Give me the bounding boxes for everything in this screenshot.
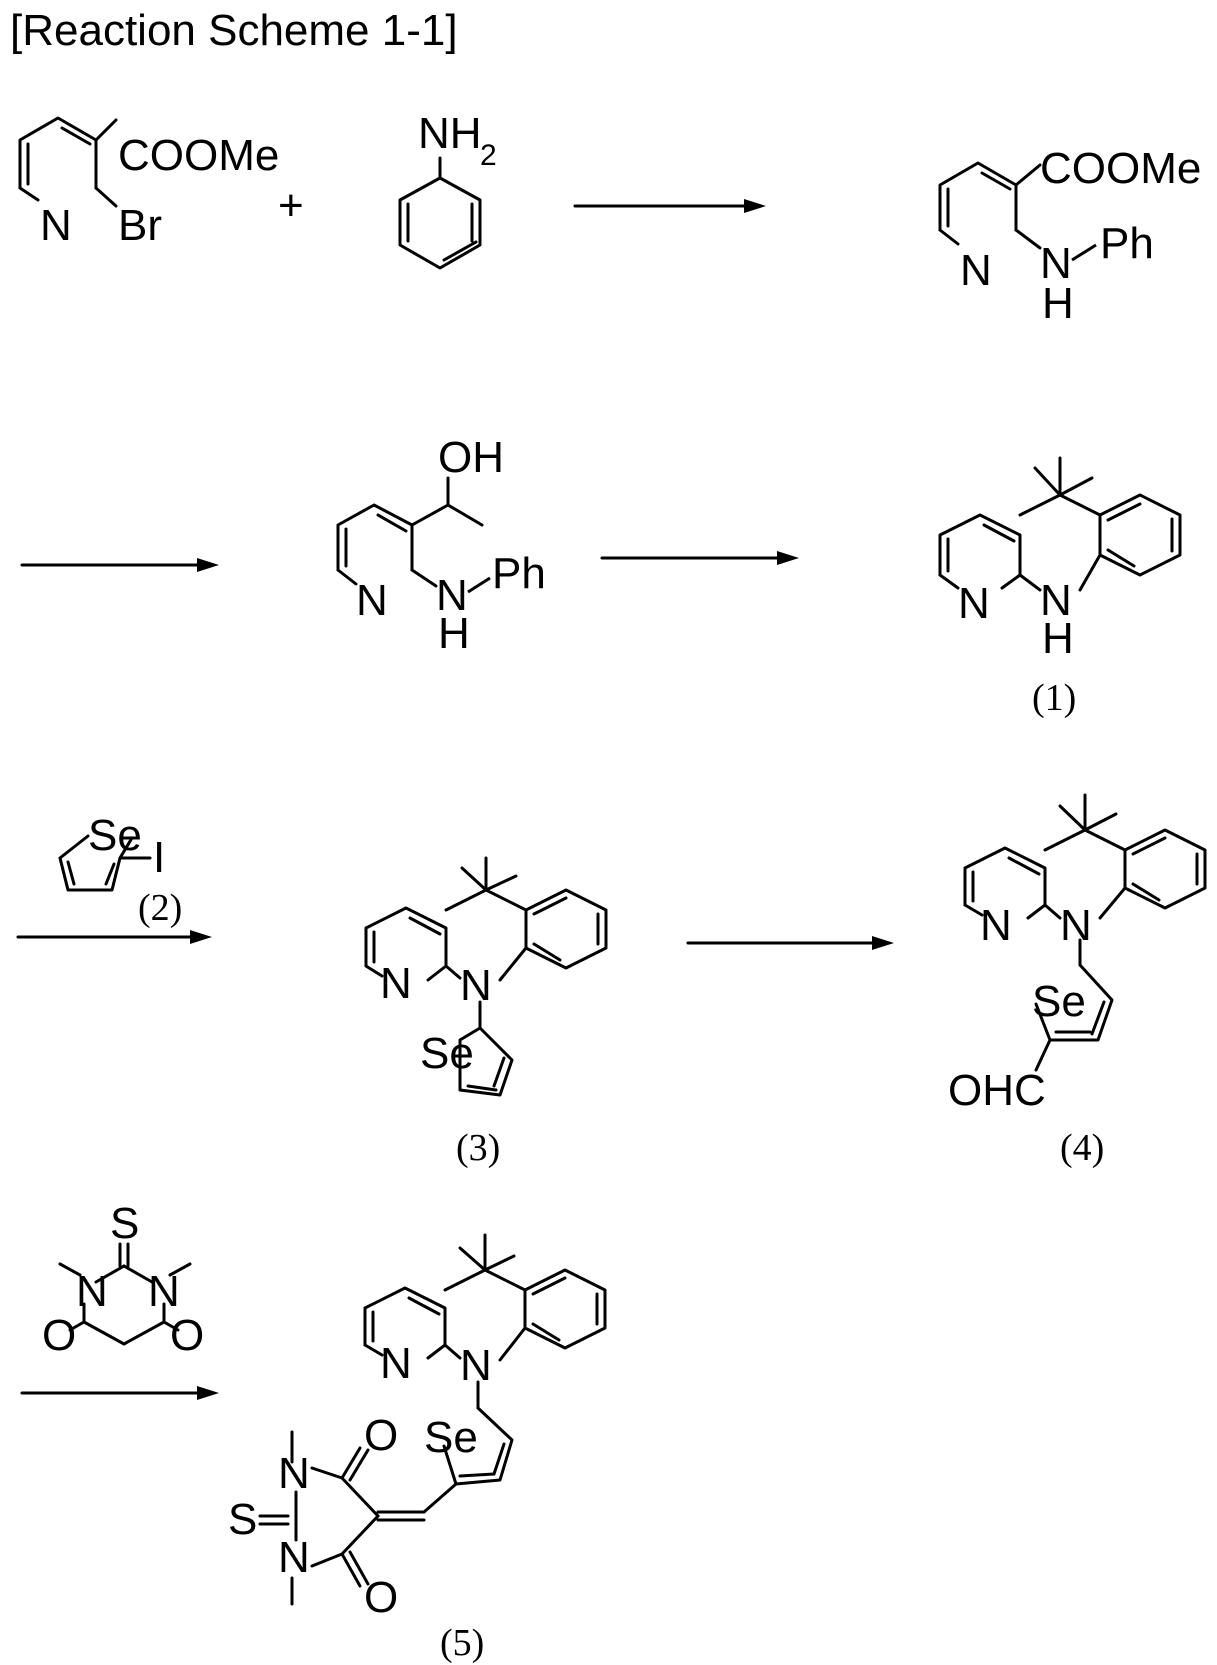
reagent-dimethylthiobarbituric-acid: S N N O O xyxy=(42,1199,204,1360)
thione-s-label: S xyxy=(228,1495,257,1544)
pyridine-n-label: N xyxy=(380,959,412,1008)
product-ester-anilinopyridine: COOMe N N H Ph xyxy=(940,144,1201,328)
carbonyl-o2-label: O xyxy=(170,1311,204,1360)
arrow-3 xyxy=(602,551,799,565)
carbonyl-o1-label: O xyxy=(364,1411,398,1460)
nh2-subscript: 2 xyxy=(480,139,497,172)
amine-h-label: H xyxy=(1042,279,1074,328)
se-label: Se xyxy=(424,1413,478,1462)
nh-label: NH xyxy=(418,109,482,158)
se-label: Se xyxy=(420,1029,474,1078)
acridan-n-label: N xyxy=(1060,901,1092,950)
imide-n2-label: N xyxy=(278,1533,310,1582)
carbonyl-o1-label: O xyxy=(42,1311,76,1360)
carbonyl-o2-label: O xyxy=(364,1573,398,1622)
compound-5-label: (5) xyxy=(440,1622,484,1664)
phenyl-label: Ph xyxy=(492,549,546,598)
intermediate-tertiary-alcohol: OH N N H Ph xyxy=(338,433,546,658)
pyridine-n-label: N xyxy=(356,576,388,625)
imide-n1-label: N xyxy=(76,1267,108,1316)
imide-n1-label: N xyxy=(278,1449,310,1498)
thione-s-label: S xyxy=(110,1199,139,1248)
coome-label: COOMe xyxy=(1040,144,1201,193)
se-label: Se xyxy=(88,811,142,860)
amine-h-label: H xyxy=(438,609,470,658)
compound-3-label: (3) xyxy=(456,1127,500,1169)
pyridine-n-label: N xyxy=(960,246,992,295)
arrow-1 xyxy=(575,199,766,213)
iodo-label: I xyxy=(153,833,165,882)
acridan-n-label: N xyxy=(460,961,492,1010)
arrow-6 xyxy=(22,1386,219,1400)
acridan-n-label: N xyxy=(460,1341,492,1390)
ohc-label: OHC xyxy=(948,1066,1046,1115)
pyridine-n-label: N xyxy=(958,579,990,628)
compound-2-label: (2) xyxy=(138,887,182,929)
pyridine-n-label: N xyxy=(40,201,72,250)
compound-4-label: (4) xyxy=(1060,1127,1104,1169)
arrow-2 xyxy=(22,558,219,572)
coome-label: COOMe xyxy=(118,131,279,180)
scheme-title: [Reaction Scheme 1-1] xyxy=(10,6,458,55)
compound-4-selenophene-aldehyde: N N Se OHC (4) xyxy=(948,795,1205,1169)
compound-1-label: (1) xyxy=(1032,677,1076,719)
reactant-aniline: NH 2 xyxy=(400,109,497,268)
br-label: Br xyxy=(118,201,162,250)
pyridine-n-label: N xyxy=(980,901,1012,950)
plus-sign: + xyxy=(278,181,304,230)
reagent-2-iodoselenophene: Se I (2) xyxy=(60,811,182,929)
compound-3-n-selenophenyl: N N Se (3) xyxy=(366,858,606,1169)
arrow-4 xyxy=(18,930,212,944)
se-label: Se xyxy=(1032,977,1086,1026)
phenyl-label: Ph xyxy=(1100,219,1154,268)
compound-1-dihydronaphthyridine: N N H (1) xyxy=(940,458,1180,719)
oh-label: OH xyxy=(438,433,504,482)
pyridine-n-label: N xyxy=(380,1339,412,1388)
reactant-methyl-2-bromonicotinate: COOMe N Br xyxy=(20,118,279,250)
imide-n2-label: N xyxy=(148,1267,180,1316)
nh-h-label: H xyxy=(1042,614,1074,663)
arrow-5 xyxy=(688,936,894,950)
compound-5-merocyanine: N N Se O O N N S (5) xyxy=(228,1235,605,1664)
